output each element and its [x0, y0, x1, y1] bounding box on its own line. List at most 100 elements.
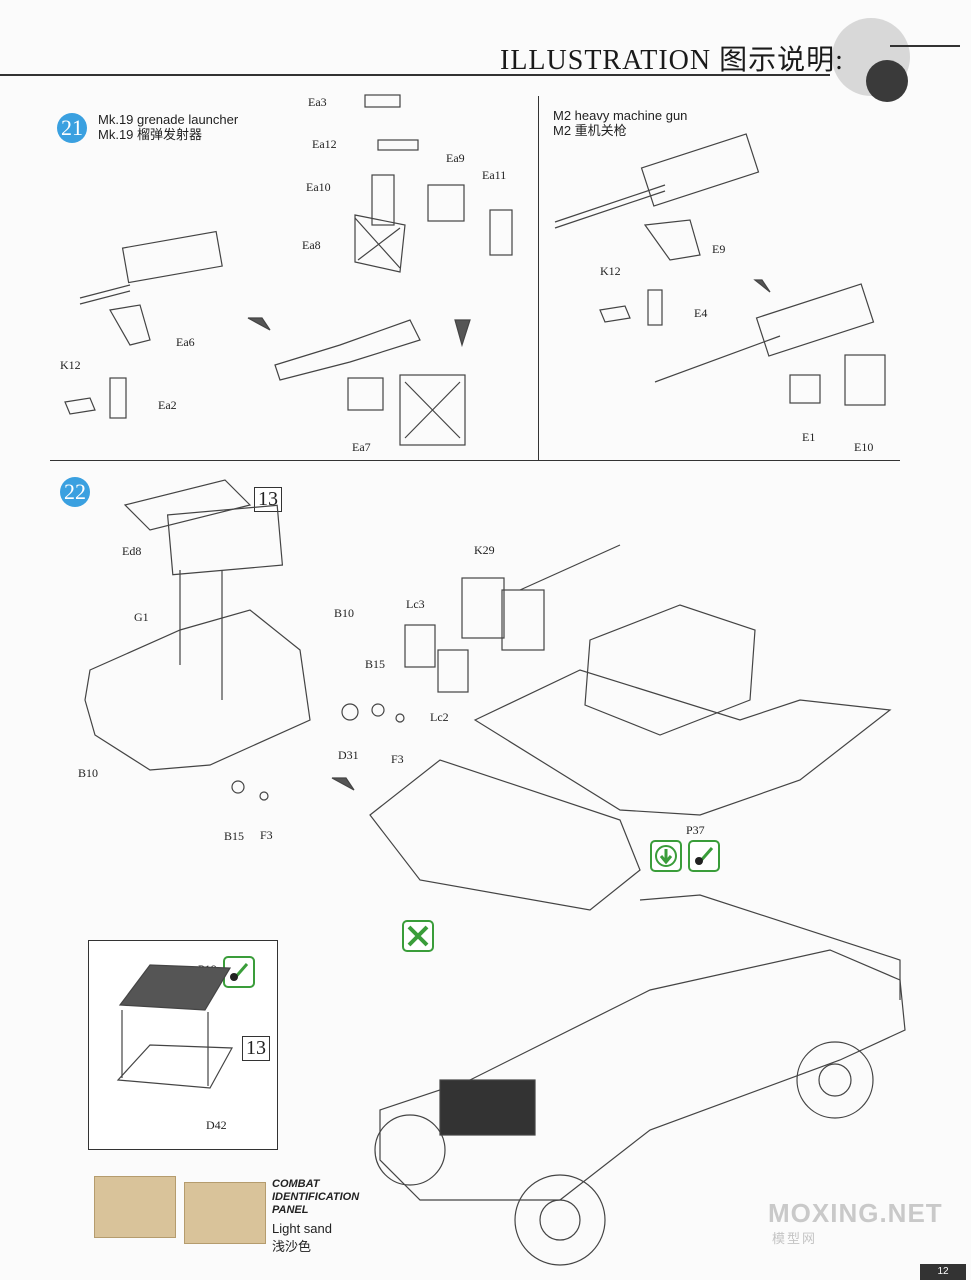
header-decor-circle-dark: [866, 60, 908, 102]
part-label-ea3: Ea3: [308, 95, 327, 109]
arrow-right-1: [247, 317, 271, 331]
part-label-k29: K29: [474, 543, 495, 557]
front-right-wheel: [514, 1174, 606, 1266]
b15-part-a: [371, 703, 385, 717]
part-label-d31: D31: [338, 748, 359, 762]
humvee-hood: [369, 759, 641, 911]
k12-part-a: [64, 397, 96, 415]
panel-13-part: [166, 504, 284, 576]
arrow-diag-1: [753, 279, 771, 293]
arrow-right-2: [331, 777, 355, 791]
part-label-p37: P37: [686, 823, 705, 837]
part-label-ea8: Ea8: [302, 238, 321, 252]
ea8-part: [354, 214, 406, 273]
part-label-e1: E1: [802, 430, 816, 444]
part-label-k12-b: K12: [600, 264, 621, 278]
part-label-ea6: Ea6: [176, 335, 195, 349]
d42-part: [116, 1044, 233, 1089]
part-label-ea9: Ea9: [446, 151, 465, 165]
m2-caption-en: M2 heavy machine gun: [553, 108, 688, 123]
legend-title-line1: COMBAT: [272, 1178, 320, 1190]
color-swatch-a: [94, 1176, 176, 1238]
d31-part: [341, 703, 359, 721]
g1-hood: [84, 609, 311, 771]
mk19-pintle: [109, 377, 127, 419]
part-label-f3-a: F3: [391, 752, 404, 766]
ea7-part: [347, 377, 384, 411]
humvee-cab-frame: [639, 894, 901, 1000]
k12-part-b: [599, 305, 631, 323]
mk19-caption-zh: Mk.19 榴弹发射器: [98, 127, 203, 142]
step-22-badge: 22: [60, 477, 90, 507]
part-label-lc3: Lc3: [406, 597, 425, 611]
mk19-cradle: [109, 304, 151, 346]
part-label-ea2: Ea2: [158, 398, 177, 412]
part-label-ea12: Ea12: [312, 137, 337, 151]
part-label-b15-b: B15: [224, 829, 245, 843]
ea9-part: [427, 184, 465, 222]
color-swatch-b: [184, 1182, 266, 1244]
header-rule-short: [890, 45, 960, 47]
ea3-part: [364, 94, 401, 108]
press-down-icon: [650, 840, 682, 872]
part-label-b15-a: B15: [365, 657, 386, 671]
ea11-part: [489, 209, 513, 256]
e10-part: [844, 354, 886, 406]
part-label-k12-a: K12: [60, 358, 81, 372]
part-label-ea11: Ea11: [482, 168, 507, 182]
paint-icon: [688, 840, 720, 872]
part-label-f3-b: F3: [260, 828, 273, 842]
arrow-down-1: [454, 319, 471, 348]
p18-part: [118, 964, 232, 1011]
gun-turret: [584, 604, 756, 736]
reference-box-13-b: 13: [242, 1036, 270, 1061]
m2-barrel: [554, 184, 666, 223]
legend-color-zh: 浅沙色: [272, 1239, 312, 1254]
watermark: MOXING.NET: [768, 1198, 943, 1228]
part-label-e10: E10: [854, 440, 874, 454]
legend-title-line3: PANEL: [272, 1204, 309, 1216]
f3-part-b: [259, 791, 269, 801]
k29-part-b: [501, 589, 545, 651]
page-number: 12: [920, 1264, 966, 1280]
m2-assembled: [755, 283, 875, 357]
part-label-g1: G1: [134, 610, 149, 624]
e1-part: [789, 374, 821, 404]
k29-part-a: [461, 577, 505, 639]
m2-caption-zh: M2 重机关枪: [553, 123, 627, 138]
lc3-part: [404, 624, 436, 668]
m2-receiver: [640, 133, 760, 207]
rear-right-wheel: [796, 1041, 874, 1119]
engine-opening: [439, 1079, 536, 1136]
reference-box-13-a: 13: [254, 487, 282, 512]
part-label-ed8: Ed8: [122, 544, 142, 558]
part-label-ea10: Ea10: [306, 180, 331, 194]
front-left-wheel: [374, 1114, 446, 1186]
legend-title-line2: IDENTIFICATION: [272, 1191, 360, 1203]
e9-cradle: [643, 219, 701, 261]
part-label-b10-b: B10: [78, 766, 99, 780]
step21-divider: [538, 96, 539, 461]
mk19-caption-en: Mk.19 grenade launcher: [98, 112, 239, 127]
mk19-assembled: [274, 319, 421, 381]
ea12-part: [377, 139, 419, 151]
part-label-d42: D42: [206, 1118, 227, 1132]
legend-title: COMBAT IDENTIFICATION PANEL: [272, 1178, 359, 1217]
lc2-part: [437, 649, 469, 693]
mk19-body: [121, 230, 223, 284]
roof-panel: [473, 669, 892, 816]
part-label-lc2: Lc2: [430, 710, 449, 724]
ammo-box-assembled: [399, 374, 466, 446]
e4-pintle: [647, 289, 663, 326]
part-label-b10-a: B10: [334, 606, 355, 620]
part-label-e9: E9: [712, 242, 726, 256]
step-divider: [50, 460, 900, 461]
b15-part-b: [231, 780, 245, 794]
mk19-barrel: [79, 284, 131, 299]
f3-part-a: [395, 713, 405, 723]
header-rule: [0, 74, 830, 76]
ed8-part: [123, 479, 252, 531]
step-21-badge: 21: [57, 113, 87, 143]
turret-gun-barrel: [519, 544, 621, 591]
watermark-sub: 模型网: [772, 1231, 818, 1246]
